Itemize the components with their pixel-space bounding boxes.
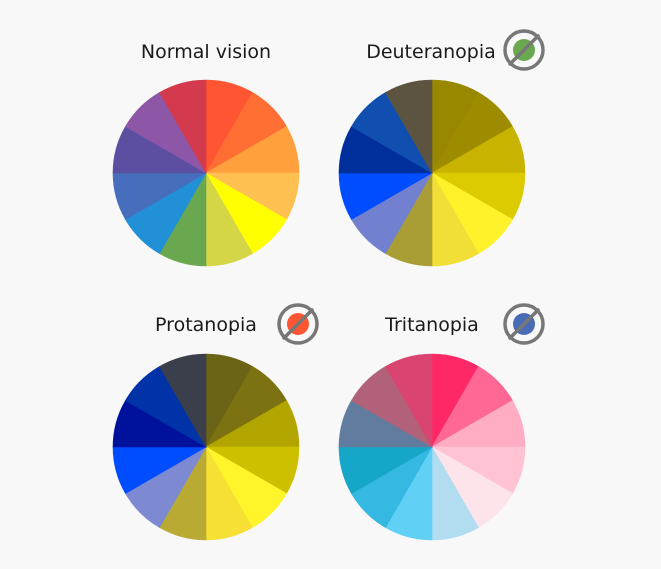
wheel-segment — [159, 79, 207, 175]
protanopia-red-icon — [277, 303, 319, 345]
panel-title: Protanopia — [155, 314, 257, 336]
color-wheel — [338, 353, 526, 541]
wheel-segment — [385, 353, 433, 449]
color-wheel — [112, 353, 300, 541]
panel-normal-vision: Normal vision — [112, 41, 300, 267]
deuteranopia-green-icon — [503, 29, 545, 71]
panel-protanopia: Protanopia — [112, 303, 319, 541]
panel-title: Normal vision — [141, 41, 271, 63]
panel-deuteranopia: Deuteranopia — [338, 29, 545, 267]
panel-title: Tritanopia — [384, 314, 479, 336]
tritanopia-blue-icon — [503, 303, 545, 345]
wheel-segment — [385, 79, 433, 175]
color-wheel — [112, 79, 300, 267]
color-wheel — [338, 79, 526, 267]
wheel-segment — [159, 353, 207, 449]
panel-tritanopia: Tritanopia — [338, 303, 545, 541]
panel-title: Deuteranopia — [366, 41, 496, 63]
